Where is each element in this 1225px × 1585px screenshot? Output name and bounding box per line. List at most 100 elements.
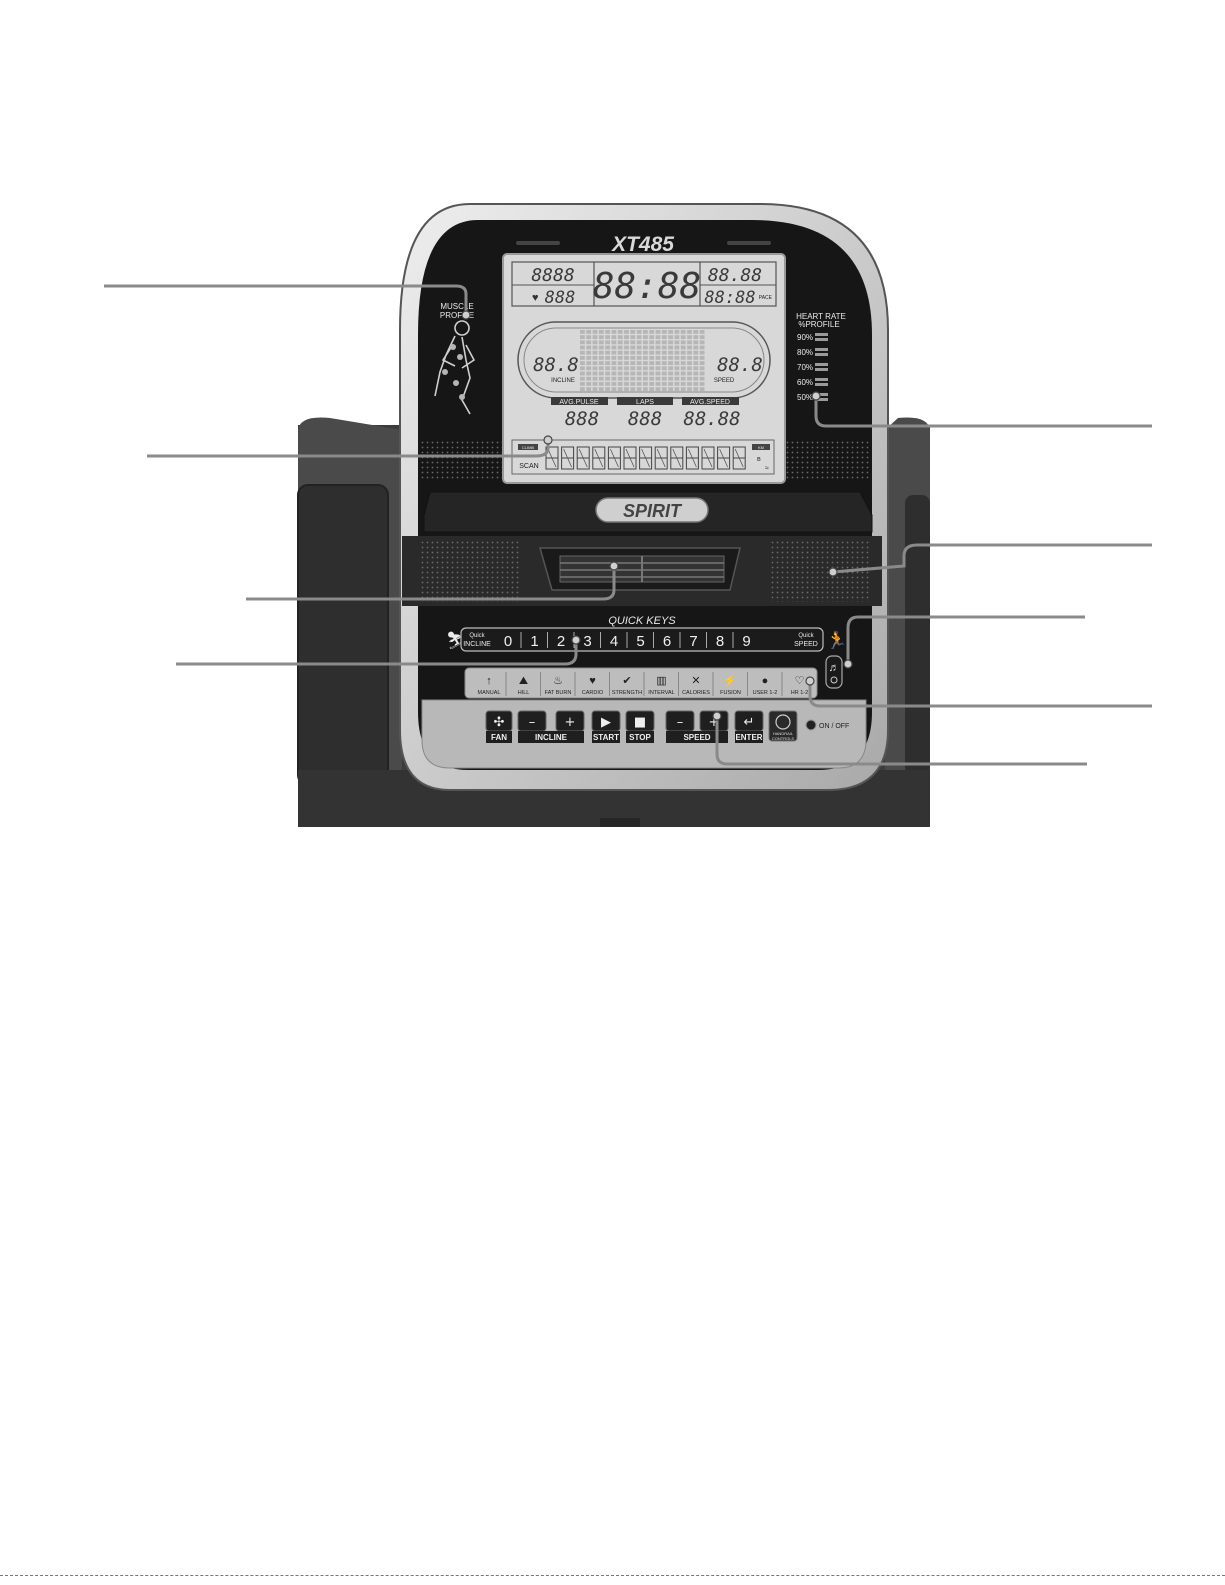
grille-left	[420, 440, 510, 480]
program-button-cardio[interactable]: ♥CARDIO	[582, 672, 610, 696]
grille-right	[782, 440, 870, 480]
stop-label: STOP	[629, 733, 651, 742]
program-button-calories[interactable]: ✕ CALORIES	[682, 672, 714, 696]
wifi-icon: ≈	[765, 465, 769, 472]
incline-down-button[interactable]: –	[517, 710, 547, 732]
lcd-avg-pulse-value: 888	[565, 408, 599, 430]
music-note-icon: ♬	[829, 662, 840, 674]
fan-label-plate	[486, 731, 512, 743]
callout-speakers	[832, 543, 1152, 574]
segment-char	[576, 446, 590, 470]
muscle-dots	[442, 344, 465, 400]
quick-key-3[interactable]: 3	[583, 633, 591, 650]
lcd-scan-label: SCAN	[519, 463, 538, 470]
stop-button-glyph: ■	[634, 715, 646, 730]
program-label: CALORIES	[682, 690, 710, 696]
lcd-center-time: 88:88	[593, 266, 701, 307]
program-icon: ⛰	[519, 675, 528, 687]
incline-label: INCLINE	[535, 733, 568, 742]
segment-char	[654, 446, 668, 470]
enter-label: ENTER	[735, 733, 762, 742]
program-button-fat-burn[interactable]: ♨FAT BURN	[545, 672, 576, 696]
hr-level-bar	[815, 353, 828, 356]
quick-key-5[interactable]: 5	[636, 633, 644, 650]
program-label: MANUAL	[478, 690, 501, 696]
program-button-manual[interactable]: ↑MANUAL	[478, 672, 507, 696]
program-button-user-1-2[interactable]: ● USER 1-2	[753, 672, 783, 696]
speed-down-button-glyph: –	[677, 715, 684, 730]
hr-level-label: 60%	[797, 378, 813, 387]
hr-profile-title: HEART RATE	[796, 312, 846, 321]
enter-button-glyph: ↵	[744, 715, 755, 730]
quick-key-0[interactable]: 0	[504, 633, 512, 650]
start-label: START	[593, 733, 619, 742]
quick-key-digits: 0 1 2 3 4 5 6 7 8 9	[504, 632, 751, 650]
fan-button[interactable]: ✣	[485, 710, 513, 732]
quick-key-2[interactable]: 2	[557, 633, 565, 650]
incline-label-plate	[518, 731, 584, 743]
brand-logo: SPIRIT	[623, 501, 683, 521]
segment-char	[607, 446, 621, 470]
enter-button[interactable]: ↵	[734, 710, 764, 732]
program-icon: ●	[762, 675, 769, 687]
stop-button[interactable]: ■	[625, 710, 655, 732]
lcd-unit-tag: KM	[758, 445, 764, 450]
program-label: FUSION	[720, 690, 741, 696]
model-name: XT485	[611, 233, 674, 256]
quick-key-7[interactable]: 7	[689, 633, 697, 650]
hr-level-bar	[815, 383, 828, 386]
quick-key-6[interactable]: 6	[663, 633, 671, 650]
speaker-left	[420, 540, 520, 602]
lcd-pace-value: 88:88	[704, 288, 755, 308]
lcd-small-tag: CLIMB	[522, 445, 535, 450]
program-icon: ✕	[691, 675, 700, 687]
hr-level-label: 50%	[797, 393, 813, 402]
hr-level-label: 80%	[797, 348, 813, 357]
segment-char	[685, 446, 699, 470]
start-label-plate	[592, 731, 620, 743]
enter-label-plate	[735, 731, 763, 743]
fan-vent-icon	[539, 547, 741, 591]
program-button-hr-1-2[interactable]: ♡HR 1-2	[791, 675, 808, 696]
callout-fan	[246, 566, 616, 601]
lcd-speed-label: SPEED	[714, 378, 735, 384]
quick-key-4[interactable]: 4	[610, 633, 618, 650]
lcd-avg-pulse-label: AVG.PULSE	[559, 399, 598, 406]
callout-lines	[104, 284, 1152, 766]
segment-char	[639, 446, 653, 470]
lcd-heart-value: 888	[545, 288, 576, 308]
speed-down-button[interactable]: –	[665, 710, 695, 732]
fan-button-glyph: ✣	[494, 715, 505, 730]
callout-dots	[461, 310, 853, 721]
program-button-hill[interactable]: ⛰HILL	[518, 672, 541, 696]
program-label: INTERVAL	[648, 690, 674, 696]
segment-char	[623, 446, 637, 470]
hr-level-bar	[815, 368, 828, 371]
runner-figure-icon	[434, 320, 476, 415]
segment-char	[670, 446, 684, 470]
start-button-glyph: ▶	[601, 715, 611, 730]
hr-profile-levels: 90%80%70%60%50%	[797, 333, 828, 402]
speed-up-button-glyph: +	[709, 715, 720, 730]
muscle-profile-label-2: PROFILE	[440, 311, 474, 320]
incline-up-button[interactable]: +	[555, 710, 585, 732]
quick-key-8[interactable]: 8	[716, 633, 724, 650]
bluetooth-icon: ʙ	[757, 456, 761, 463]
handrail-label: HANDRAIL	[773, 731, 794, 736]
audio-jack[interactable]	[825, 655, 843, 689]
program-button-strength[interactable]: ✔STRENGTH	[612, 672, 645, 696]
program-button-interval[interactable]: ▥INTERVAL	[648, 672, 679, 696]
quick-speed-bottom: SPEED	[794, 641, 818, 648]
start-button[interactable]: ▶	[591, 710, 621, 732]
hr-level-bar	[815, 333, 828, 336]
program-icon: ✔	[622, 675, 631, 687]
quick-key-1[interactable]: 1	[530, 633, 538, 650]
speed-label: SPEED	[683, 733, 710, 742]
segment-char	[545, 446, 559, 470]
quick-key-9[interactable]: 9	[742, 633, 750, 650]
program-button-fusion[interactable]: ⚡FUSION	[720, 672, 748, 696]
lcd-laps-value: 888	[628, 408, 662, 430]
program-label: USER 1-2	[753, 690, 778, 696]
